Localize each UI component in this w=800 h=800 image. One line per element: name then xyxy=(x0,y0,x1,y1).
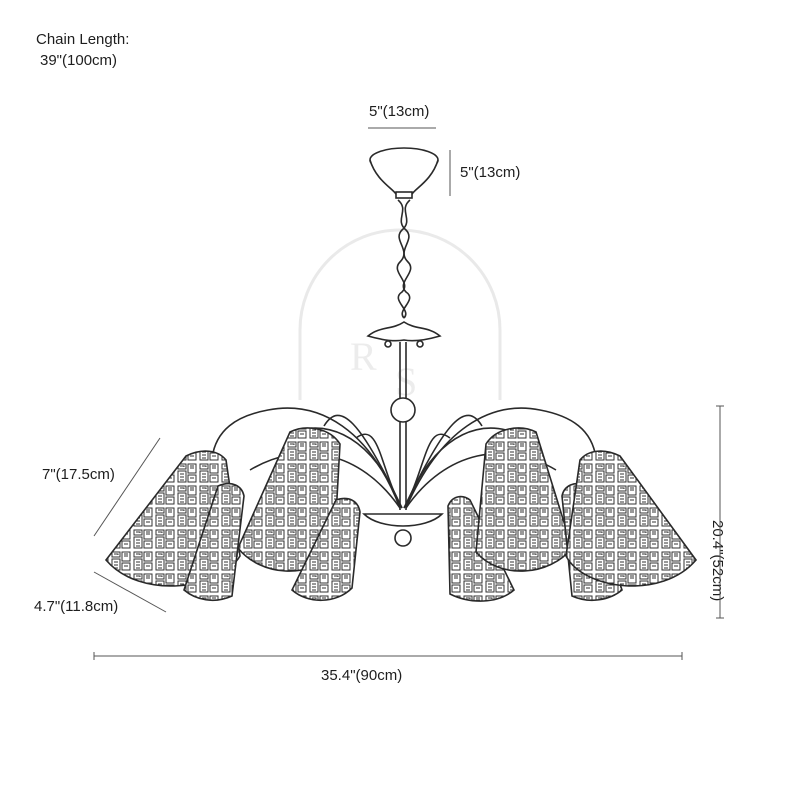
canopy-height-label: 5"(13cm) xyxy=(460,164,521,181)
shade-height-line xyxy=(93,437,161,537)
canopy-width-label: 5"(13cm) xyxy=(369,103,430,120)
shade-width-line xyxy=(93,571,167,613)
shade-height-label: 7"(17.5cm) xyxy=(42,466,115,483)
svg-text:R: R xyxy=(350,334,377,379)
dimension-lines xyxy=(93,127,724,660)
shade-center-left xyxy=(291,497,361,601)
bowl xyxy=(362,513,444,527)
crown xyxy=(366,321,442,342)
shade-left-back xyxy=(183,482,245,602)
total-width-label: 35.4"(90cm) xyxy=(321,667,403,684)
shade-right-outer xyxy=(565,450,698,587)
chain xyxy=(396,199,412,319)
chain-length-title: Chain Length: xyxy=(36,31,130,48)
canopy-body xyxy=(369,159,439,195)
shade-right-inner xyxy=(475,427,573,572)
chandelier-drawing xyxy=(104,147,698,602)
shade-width-label: 4.7"(11.8cm) xyxy=(34,598,119,615)
stem-ball xyxy=(390,397,416,423)
chain-length-value: 39"(100cm) xyxy=(40,52,118,69)
